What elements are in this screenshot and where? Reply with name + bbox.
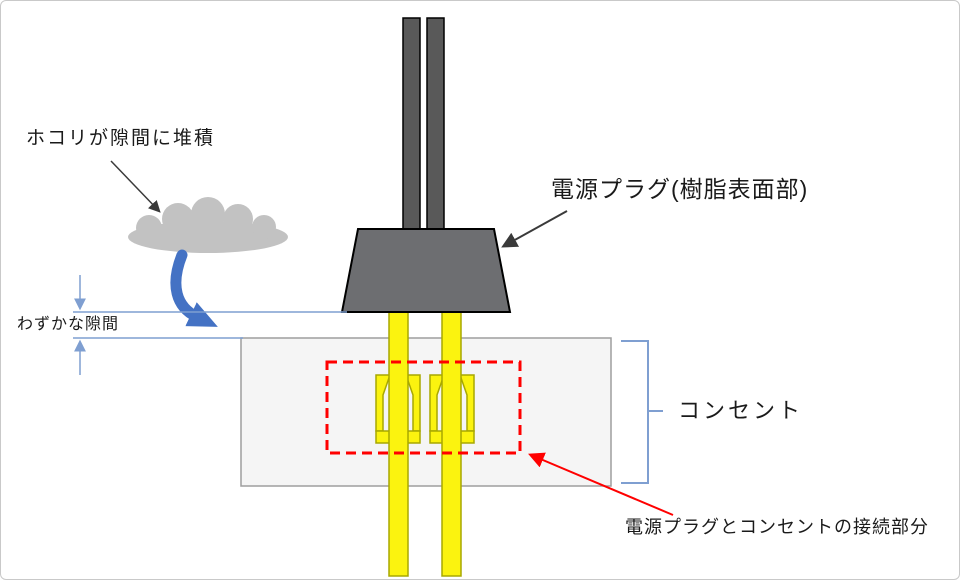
connection-highlight-box	[325, 360, 522, 455]
outlet-body	[240, 337, 612, 487]
plug-body	[340, 228, 512, 313]
dust-label-arrow	[110, 160, 161, 213]
gap-dimension-lines	[73, 275, 347, 375]
dust-cloud-shape	[128, 197, 288, 253]
outlet-label: コンセント	[678, 398, 804, 423]
dust-label: ホコリが隙間に堆積	[26, 128, 216, 149]
gap-label: わずかな隙間	[17, 316, 120, 333]
plug-label: 電源プラグ(樹脂表面部)	[551, 176, 809, 202]
outlet-bracket	[621, 340, 663, 484]
dust-flow-arrow	[170, 249, 218, 327]
connection-label-arrow	[528, 452, 674, 516]
power-cable	[402, 17, 445, 231]
plug-label-arrow	[501, 210, 568, 248]
connection-label: 電源プラグとコンセントの接続部分	[625, 517, 929, 537]
